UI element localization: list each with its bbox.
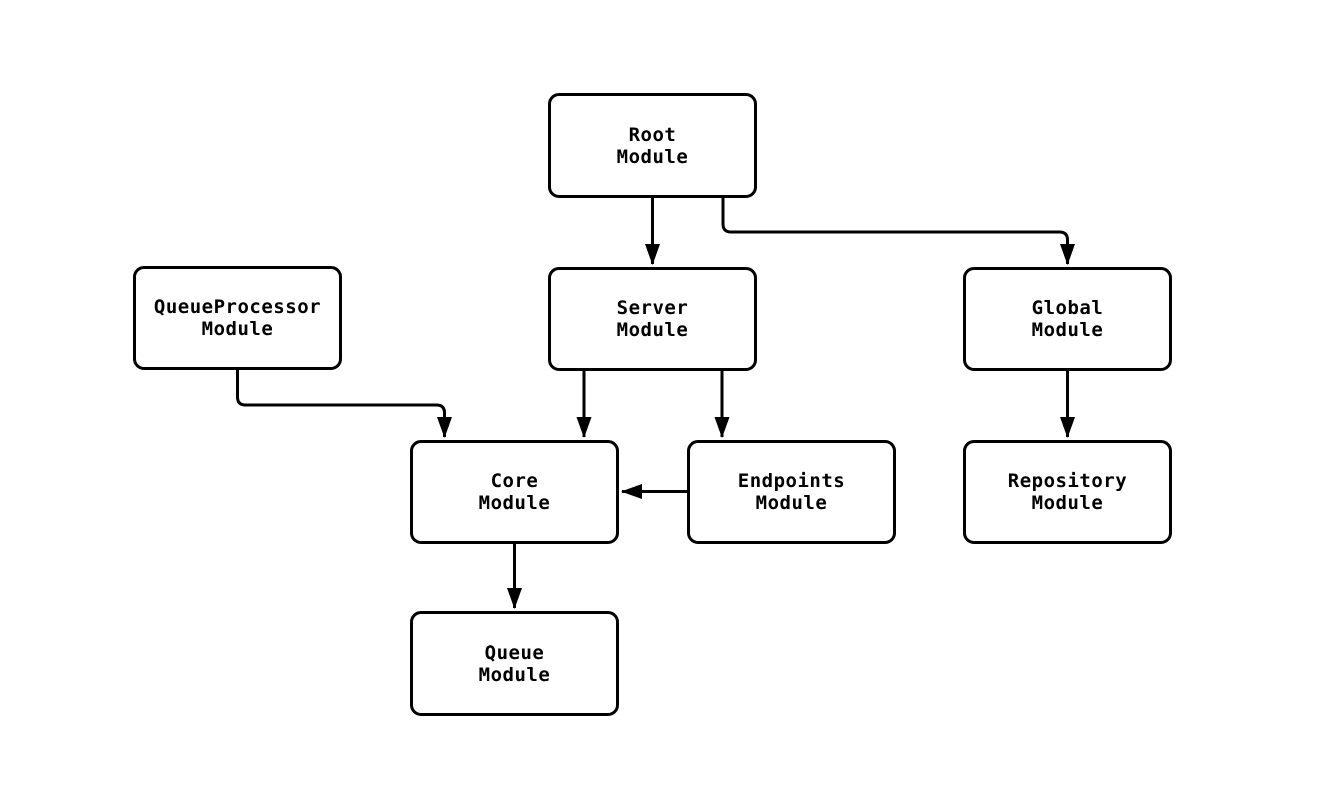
node-label-line: Module xyxy=(478,663,551,686)
node-label-line: Module xyxy=(755,492,828,514)
node-endpoints-module: Endpoints Module xyxy=(687,440,896,544)
node-label-line: Global xyxy=(1031,297,1104,319)
node-label-line: QueueProcessor xyxy=(153,296,322,318)
node-label-line: Module xyxy=(1031,492,1104,514)
node-root-module: Root Module xyxy=(548,93,757,198)
node-label-line: Root xyxy=(628,123,677,146)
node-label-line: Module xyxy=(1031,319,1104,341)
node-label-line: Module xyxy=(616,319,689,341)
node-label-line: Module xyxy=(478,492,551,514)
edge-queueprocessor-to-core xyxy=(236,370,452,438)
node-core-module: Core Module xyxy=(410,440,619,544)
node-label-line: Core xyxy=(490,470,539,492)
node-server-module: Server Module xyxy=(548,267,757,371)
edge-root-to-global xyxy=(721,198,1075,265)
node-label-line: Endpoints xyxy=(737,470,846,492)
node-repository-module: Repository Module xyxy=(963,440,1172,544)
node-queueprocessor-module: QueueProcessor Module xyxy=(133,266,342,370)
node-queue-module: Queue Module xyxy=(410,611,619,716)
node-label-line: Repository xyxy=(1007,470,1128,492)
node-label-line: Queue xyxy=(484,641,545,664)
node-label-line: Module xyxy=(616,145,689,168)
node-label-line: Module xyxy=(201,318,274,340)
node-global-module: Global Module xyxy=(963,267,1172,371)
node-label-line: Server xyxy=(616,297,689,319)
